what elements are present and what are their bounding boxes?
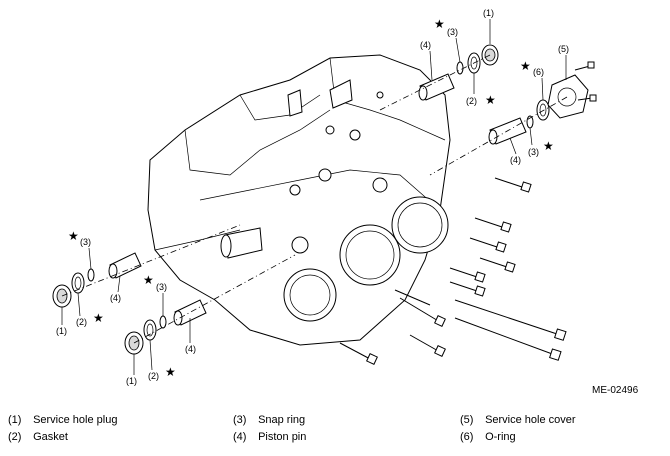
callout-3-left: (3) <box>80 237 91 247</box>
legend-label: Service hole cover <box>485 414 576 426</box>
callout-5: (5) <box>558 44 569 54</box>
bolts <box>339 177 567 365</box>
callout-4-left: (4) <box>110 293 121 303</box>
legend-num: (6) <box>460 431 474 443</box>
callout-2-upper: (2) <box>466 96 477 106</box>
o-ring-right <box>536 99 550 121</box>
callout-4-upper: (4) <box>420 40 431 50</box>
callout-4-right: (4) <box>510 155 521 165</box>
callout-labels: (1) ★ (3) (4) (2) ★ (5) ★ (6) (4) (3) ★ … <box>56 8 569 386</box>
legend-num: (4) <box>233 431 247 443</box>
legend-num: (2) <box>8 431 22 443</box>
star-left-3: ★ <box>68 229 79 243</box>
legend-label: Piston pin <box>258 431 307 443</box>
star-6: ★ <box>520 59 531 73</box>
callout-3-upper: (3) <box>447 27 458 37</box>
callout-1-left: (1) <box>56 326 67 336</box>
star-lower-2: ★ <box>165 365 176 379</box>
star-lower-3: ★ <box>143 273 154 287</box>
callout-1-lower: (1) <box>126 376 137 386</box>
legend-label: Snap ring <box>258 414 306 426</box>
service-hole-cover <box>547 61 597 119</box>
legend-item-6: (6) O-ring <box>460 431 516 443</box>
piston-pin-left <box>108 252 142 279</box>
legend-item-5: (5) Service hole cover <box>460 414 576 426</box>
callout-3-lower: (3) <box>156 282 167 292</box>
callout-4-lower: (4) <box>185 344 196 354</box>
legend-num: (3) <box>233 414 247 426</box>
legend-item-1: (1) Service hole plug <box>8 414 117 426</box>
star-right-3: ★ <box>543 139 554 153</box>
legend-num: (1) <box>8 414 22 426</box>
star-upper-3: ★ <box>434 17 445 31</box>
snap-ring-upper <box>456 61 464 75</box>
legend-item-2: (2) Gasket <box>8 431 68 443</box>
legend-label: Gasket <box>33 431 68 443</box>
callout-1-upper: (1) <box>483 8 494 18</box>
legend-item-3: (3) Snap ring <box>233 414 305 426</box>
alignment-lines <box>61 54 568 344</box>
callout-2-lower: (2) <box>148 371 159 381</box>
piston-pin-lower <box>173 299 207 326</box>
crankcase-block <box>147 54 451 346</box>
piston-pin-upper <box>418 73 455 101</box>
star-left-2: ★ <box>93 311 104 325</box>
legend-label: O-ring <box>485 431 516 443</box>
callout-3-right: (3) <box>528 147 539 157</box>
legend-label: Service hole plug <box>33 414 118 426</box>
figure-code: ME-02496 <box>592 385 639 396</box>
engine-block-diagram: (1) ★ (3) (4) (2) ★ (5) ★ (6) (4) (3) ★ … <box>52 8 597 386</box>
callout-2-left: (2) <box>76 317 87 327</box>
legend-num: (5) <box>460 414 474 426</box>
star-upper-2: ★ <box>485 93 496 107</box>
legend-item-4: (4) Piston pin <box>233 431 306 443</box>
callout-6: (6) <box>533 67 544 77</box>
snap-ring-left <box>87 268 95 282</box>
